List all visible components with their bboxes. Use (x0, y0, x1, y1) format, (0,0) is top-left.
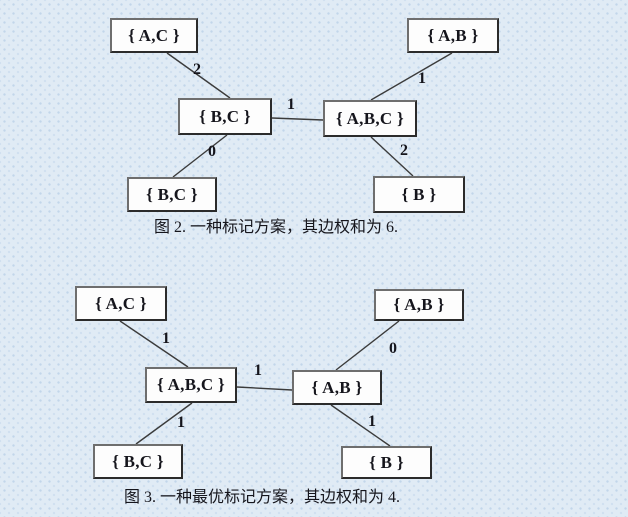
figure-2-edge-3-5 (370, 136, 414, 177)
figure-3-edge-weight-1-3: 0 (389, 340, 397, 357)
figure-3-node-3: { A,B } (292, 370, 382, 405)
figure-2-node-4: { B,C } (127, 177, 217, 212)
figure-2-caption: 图 2. 一种标记方案，其边权和为 6. (153, 219, 399, 236)
figure-3-node-0: { A,C } (75, 286, 167, 321)
figure-3-edge-weight-2-3: 1 (254, 362, 262, 379)
figure-2-edge-weight-1-3: 1 (418, 70, 426, 87)
figure-2-node-0: { A,C } (110, 18, 198, 53)
figure-2-edge-2-3 (271, 117, 324, 121)
figure-2-node-1: { A,B } (407, 18, 499, 53)
figure-3-edge-weight-3-5: 1 (368, 413, 376, 430)
figure-2-edge-2-4 (172, 134, 228, 178)
figure-3-edge-2-4 (135, 402, 193, 445)
figure-3-node-2: { A,B,C } (145, 367, 237, 403)
figure-2-edge-0-2 (166, 52, 231, 99)
figure-3-caption: 图 3. 一种最优标记方案，其边权和为 4. (123, 489, 401, 506)
figure-3-edge-weight-0-2: 1 (162, 330, 170, 347)
figure-3-edge-3-5 (330, 404, 391, 447)
figure-3-edge-weight-2-4: 1 (177, 414, 185, 431)
figure-2-edge-weight-3-5: 2 (400, 142, 408, 159)
figure-2-edge-weight-2-4: 0 (208, 143, 216, 160)
figure-3-edge-1-3 (335, 320, 400, 371)
figure-2-node-2: { B,C } (178, 98, 272, 135)
figure-2-edge-weight-0-2: 2 (193, 61, 201, 78)
figure-3-node-5: { B } (341, 446, 432, 479)
figure-2-node-5: { B } (373, 176, 465, 213)
figure-3-edge-0-2 (119, 320, 189, 368)
figure-3-node-4: { B,C } (93, 444, 183, 479)
figure-3-node-1: { A,B } (374, 289, 464, 321)
figure-3-edge-2-3 (236, 386, 293, 391)
figure-2-node-3: { A,B,C } (323, 100, 417, 137)
figure-2-edge-1-3 (370, 52, 453, 101)
figure-2-edge-weight-2-3: 1 (287, 96, 295, 113)
